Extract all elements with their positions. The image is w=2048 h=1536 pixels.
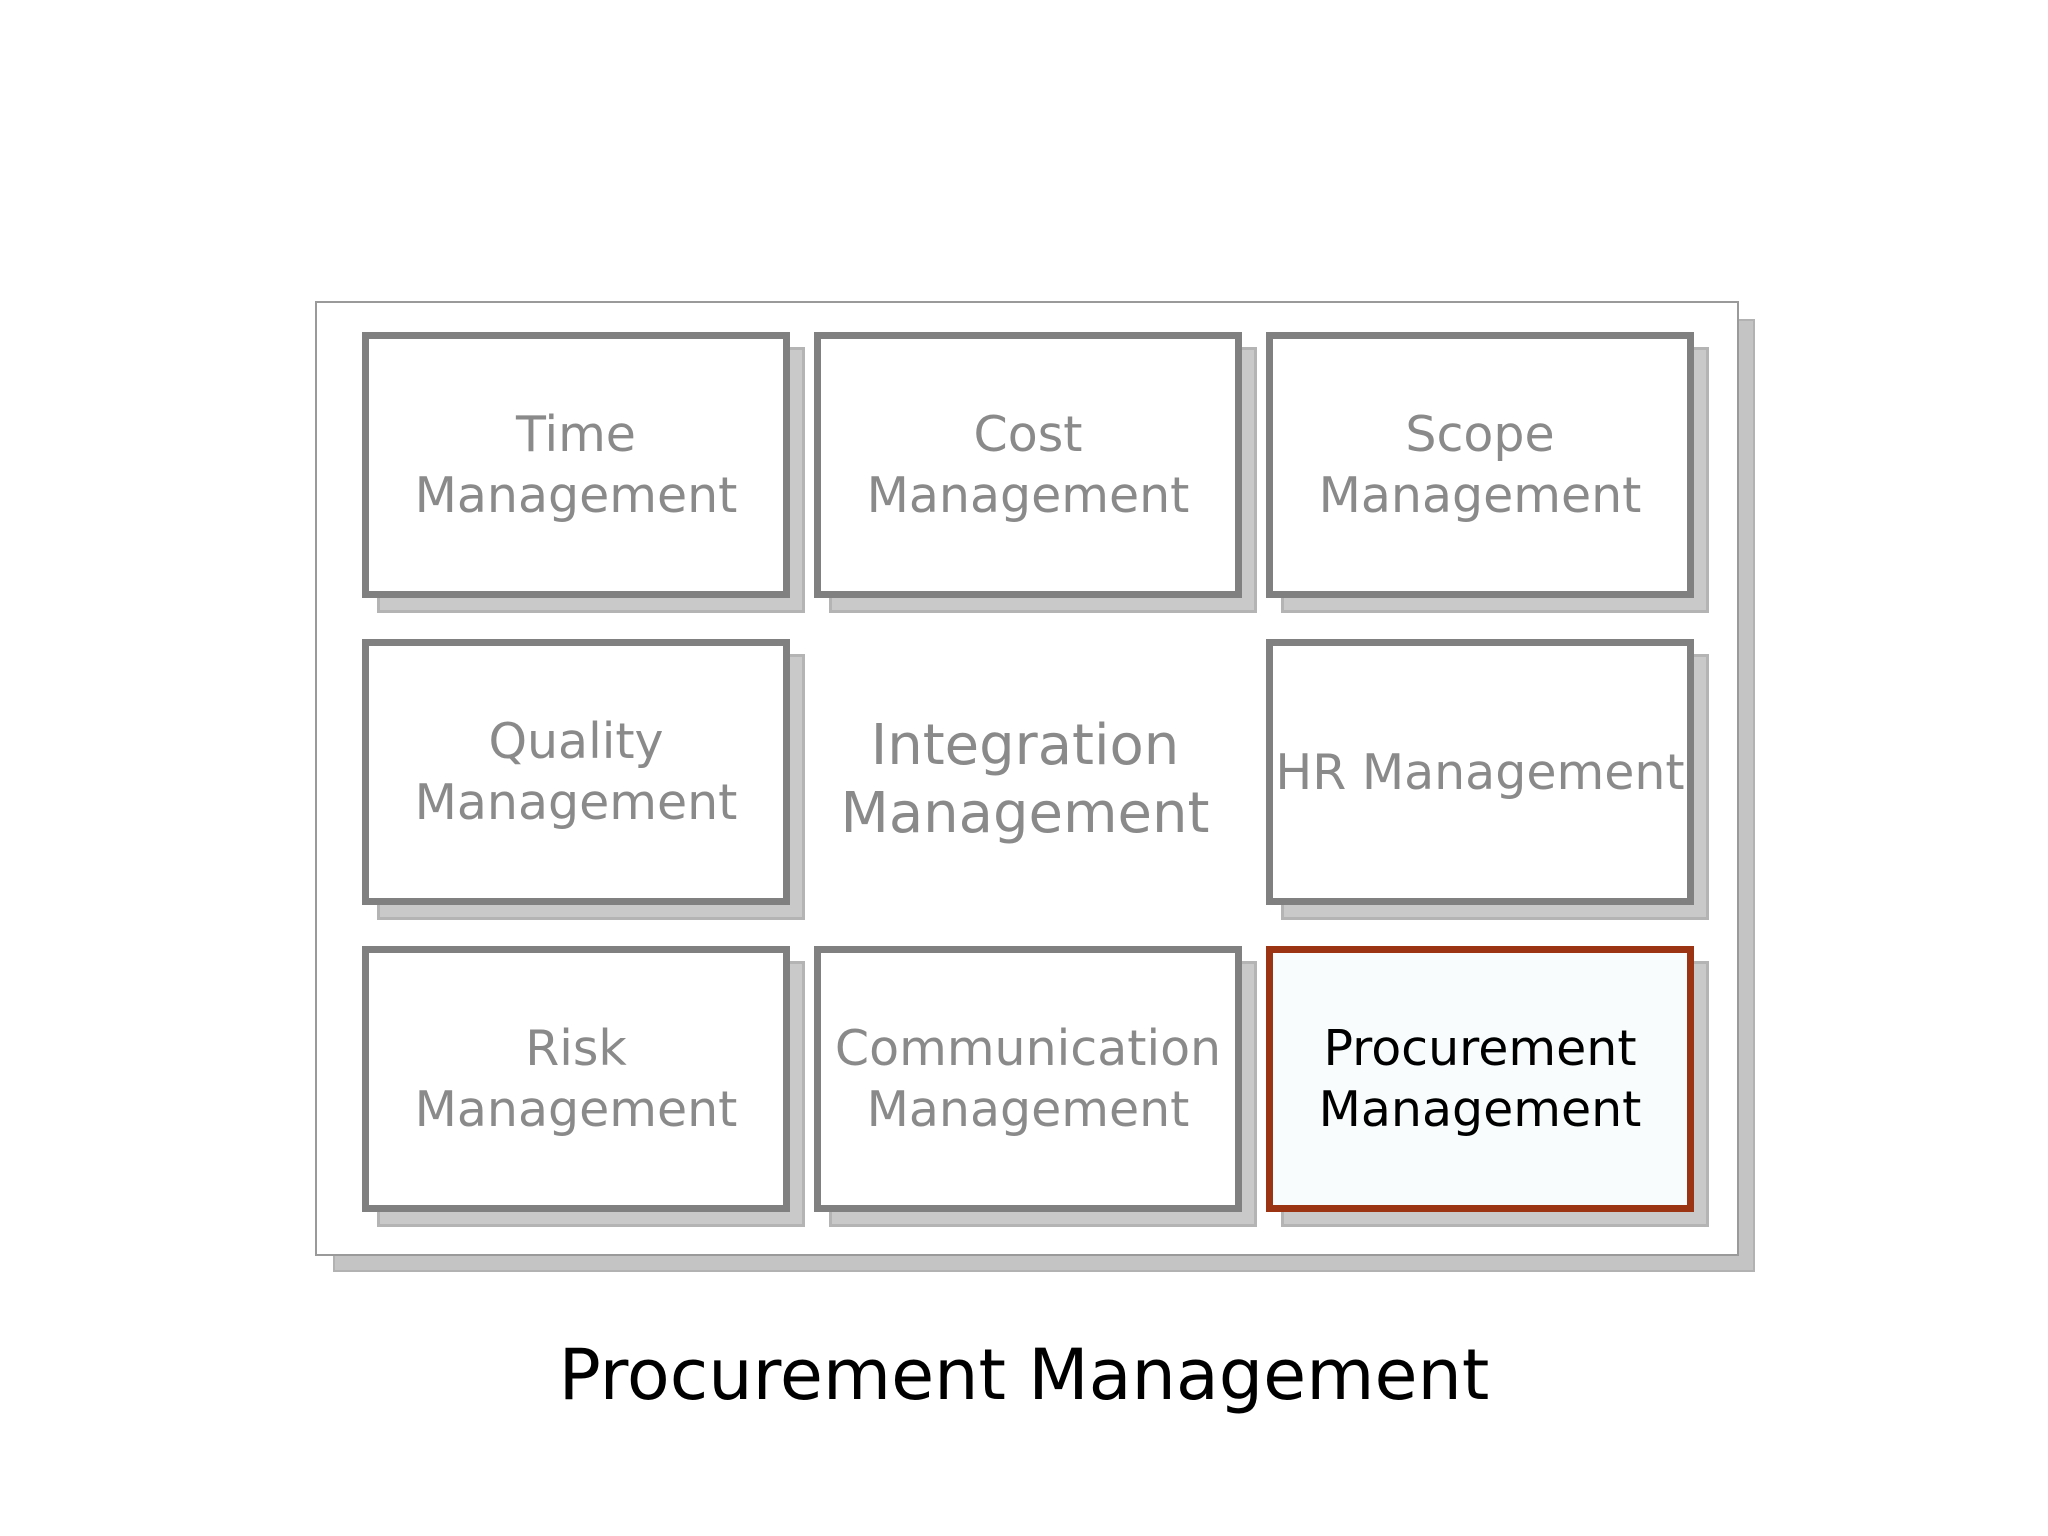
box-label-line: HR Management	[1275, 743, 1685, 801]
center-label-line: Management	[840, 781, 1210, 846]
box-label-line: Scope	[1405, 406, 1555, 463]
box-label-line: Quality	[488, 713, 664, 770]
box-quality-wrapper: Quality Management	[362, 639, 805, 920]
box-quality-management[interactable]: Quality Management	[362, 639, 790, 905]
box-hr-wrapper: HR Management	[1266, 639, 1709, 920]
box-risk-wrapper: Risk Management	[362, 946, 805, 1227]
box-label-line: Management	[866, 1081, 1190, 1138]
box-label-line: Management	[414, 1081, 738, 1138]
box-label-line: Management	[1318, 467, 1642, 524]
box-label-line: Cost	[973, 406, 1083, 463]
integration-management-label: Integration Management	[805, 700, 1245, 860]
box-procurement-wrapper: Procurement Management	[1266, 946, 1709, 1227]
box-scope-wrapper: Scope Management	[1266, 332, 1709, 613]
box-label-line: Communication	[834, 1020, 1222, 1077]
box-scope-management[interactable]: Scope Management	[1266, 332, 1694, 598]
box-label-line: Risk	[525, 1020, 627, 1077]
box-label-line: Time	[516, 406, 636, 463]
slide-caption: Procurement Management	[558, 1334, 1490, 1416]
box-label-line: Management	[414, 467, 738, 524]
box-risk-management[interactable]: Risk Management	[362, 946, 790, 1212]
box-procurement-management[interactable]: Procurement Management	[1266, 946, 1694, 1212]
box-communication-management[interactable]: Communication Management	[814, 946, 1242, 1212]
box-label-line: Procurement	[1323, 1020, 1637, 1077]
box-hr-management[interactable]: HR Management	[1266, 639, 1694, 905]
box-label-line: Management	[414, 774, 738, 831]
box-cost-management[interactable]: Cost Management	[814, 332, 1242, 598]
box-label-line: Management	[866, 467, 1190, 524]
center-label-line: Integration	[870, 713, 1180, 778]
box-time-wrapper: Time Management	[362, 332, 805, 613]
box-label-line: Management	[1318, 1081, 1642, 1138]
box-cost-wrapper: Cost Management	[814, 332, 1257, 613]
box-time-management[interactable]: Time Management	[362, 332, 790, 598]
box-communication-wrapper: Communication Management	[814, 946, 1257, 1227]
